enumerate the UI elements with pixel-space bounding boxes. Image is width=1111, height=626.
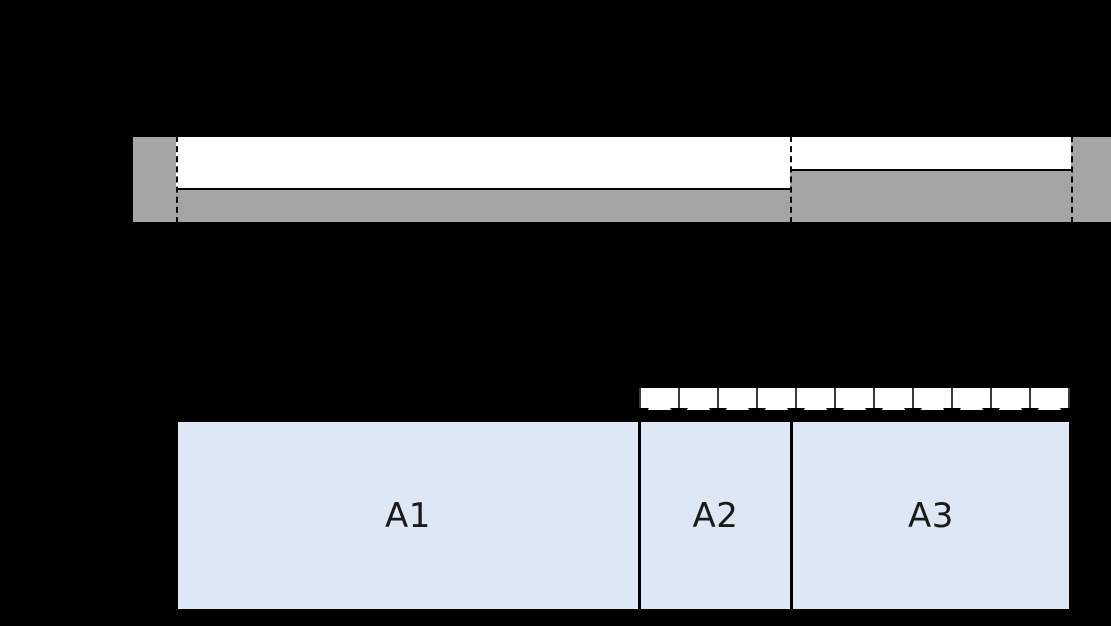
load-baseline <box>640 417 1070 420</box>
segment-2-white-region <box>790 137 1071 170</box>
load-arrow-shaft <box>717 388 719 411</box>
segment-1-step-line <box>176 188 790 190</box>
station-line-right <box>1071 136 1073 223</box>
area-box-a2[interactable]: A2 <box>639 420 792 611</box>
area-label-a1: A1 <box>385 495 431 536</box>
station-line-left <box>176 136 178 223</box>
load-arrow-shaft <box>1068 388 1070 411</box>
load-band <box>640 388 1070 410</box>
station-line-middle <box>790 136 792 223</box>
load-arrow-shaft <box>639 388 641 411</box>
load-arrow-shaft <box>990 388 992 411</box>
segment-1-white-region <box>176 137 790 189</box>
load-arrow-shaft <box>834 388 836 411</box>
segment-2-step-line <box>790 169 1071 171</box>
left-end-block <box>133 137 177 222</box>
load-arrow-shaft <box>795 388 797 411</box>
segment-1-grey-region <box>176 190 790 222</box>
load-arrow-shaft <box>951 388 953 411</box>
load-arrow-shaft <box>678 388 680 411</box>
load-arrow-shaft <box>873 388 875 411</box>
area-box-a1[interactable]: A1 <box>176 420 640 611</box>
area-label-a2: A2 <box>692 495 739 536</box>
area-label-a3: A3 <box>908 495 954 536</box>
right-end-block <box>1071 137 1111 222</box>
area-box-a3[interactable]: A3 <box>791 420 1071 611</box>
load-arrow-shaft <box>1029 388 1031 411</box>
segment-2-grey-region <box>790 171 1071 222</box>
load-arrow-shaft <box>756 388 758 411</box>
load-arrow-shaft <box>912 388 914 411</box>
